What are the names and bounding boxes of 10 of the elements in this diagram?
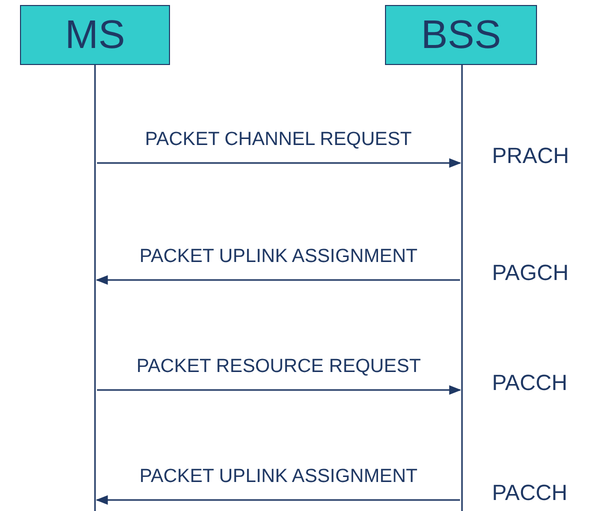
message-arrow: [97, 158, 462, 168]
channel-label: PAGCH: [492, 260, 569, 286]
channel-label: PRACH: [492, 143, 570, 169]
message-arrow: [96, 495, 460, 505]
message-arrow: [96, 275, 460, 285]
message-arrow: [97, 385, 462, 395]
participant-box: BSS: [385, 5, 537, 65]
channel-label: PACCH: [492, 480, 568, 506]
participant-box: MS: [20, 5, 170, 65]
channel-label: PACCH: [492, 370, 568, 396]
